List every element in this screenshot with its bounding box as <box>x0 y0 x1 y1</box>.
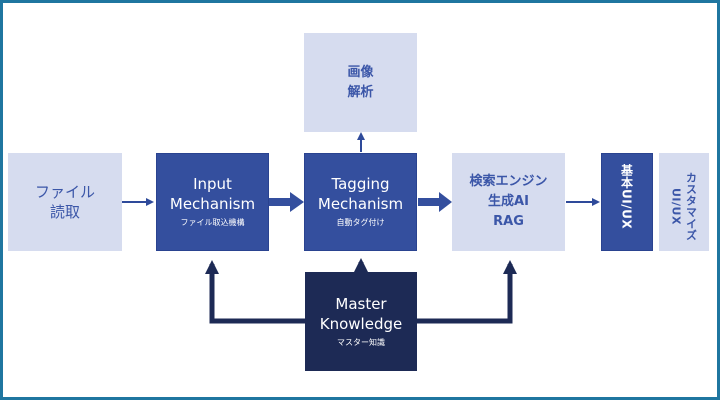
node-file-read: ファイル 読取 <box>8 153 122 251</box>
node-tagging-line1: Tagging <box>331 175 390 193</box>
arrow-master-to-search <box>417 260 517 324</box>
node-image-line1: 画像 <box>347 64 374 80</box>
arrow-input-to-tagging <box>269 192 304 212</box>
node-custom-ui: カスタマイズUI/UX <box>659 153 709 251</box>
node-master-knowledge: Master Knowledge マスター知識 <box>305 272 417 371</box>
node-master-sub: マスター知識 <box>337 337 385 347</box>
node-tagging-mechanism: Tagging Mechanism 自動タグ付け <box>304 153 417 251</box>
node-search-line3: RAG <box>493 214 524 229</box>
node-input-line1: Input <box>193 175 232 193</box>
node-basic-ui-label: 基本UI/UX <box>619 164 634 230</box>
node-file-read-line1: ファイル <box>34 183 95 201</box>
node-custom-ui-label: カスタマイズUI/UX <box>669 171 698 241</box>
node-basic-ui: 基本UI/UX <box>601 153 653 251</box>
arrow-tagging-to-search <box>418 192 452 212</box>
node-input-sub: ファイル取込機構 <box>180 218 245 227</box>
node-input-line2: Mechanism <box>169 195 256 213</box>
node-search-line2: 生成AI <box>488 194 529 209</box>
node-search-line1: 検索エンジン <box>469 174 548 189</box>
node-tagging-line2: Mechanism <box>317 195 404 213</box>
node-search-engine: 検索エンジン 生成AI RAG <box>452 153 565 251</box>
node-image-analysis: 画像 解析 <box>304 33 417 132</box>
node-file-read-line2: 読取 <box>49 203 80 221</box>
node-master-line2: Knowledge <box>319 314 403 333</box>
node-input-mechanism: Input Mechanism ファイル取込機構 <box>156 153 269 251</box>
node-master-line1: Master <box>335 294 387 313</box>
arrow-master-to-input <box>205 260 305 324</box>
node-image-line2: 解析 <box>347 84 374 100</box>
node-tagging-sub: 自動タグ付け <box>336 218 385 227</box>
